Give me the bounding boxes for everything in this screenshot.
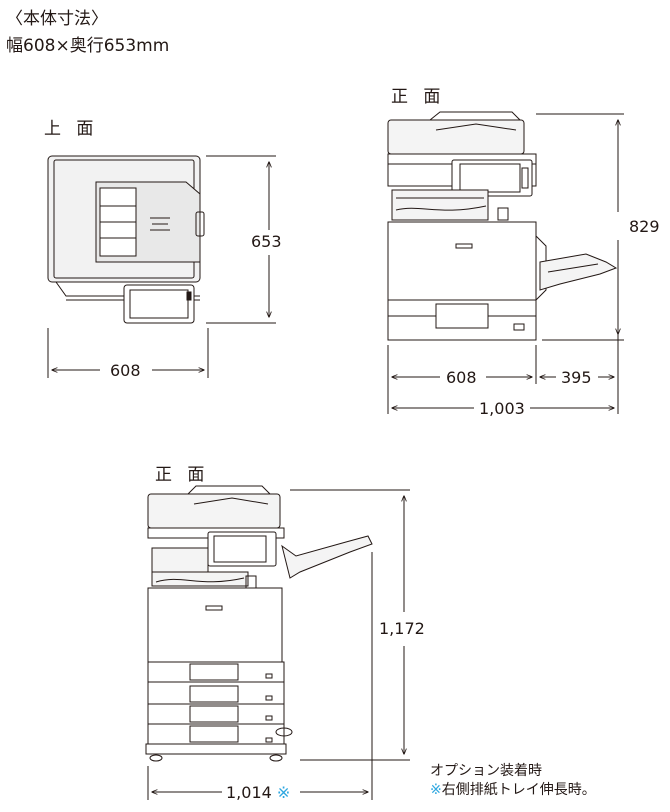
option-width-label: 1,014 ※ — [226, 783, 290, 802]
top-width-label: 608 — [110, 361, 141, 380]
front-width-label: 608 — [446, 368, 477, 387]
spec-title: 〈本体寸法〉 — [6, 9, 108, 29]
option-width-mark: ※ — [276, 783, 291, 802]
front-view-option-drawing — [145, 485, 410, 800]
front-height-label: 829 — [629, 217, 660, 236]
note-option: オプション装着時 — [430, 763, 542, 779]
front-total-label: 1,003 — [479, 399, 525, 418]
front-view-drawing — [387, 111, 624, 414]
note-tray: ※右側排紙トレイ伸長時。 — [430, 781, 596, 800]
front-tray-label: 395 — [561, 368, 592, 387]
front-view-title: 正 面 — [391, 87, 446, 107]
note-mark: ※ — [430, 782, 442, 798]
option-width-value: 1,014 — [226, 783, 272, 802]
top-depth-label: 653 — [251, 232, 282, 251]
front-view-option-title: 正 面 — [155, 465, 210, 485]
note-text: 右側排紙トレイ伸長時。 — [441, 782, 596, 798]
option-height-label: 1,172 — [379, 619, 425, 638]
top-view-drawing — [47, 155, 276, 378]
spec-dimensions: 幅608×奥行653mm — [6, 36, 170, 56]
top-view-title: 上 面 — [44, 119, 99, 139]
